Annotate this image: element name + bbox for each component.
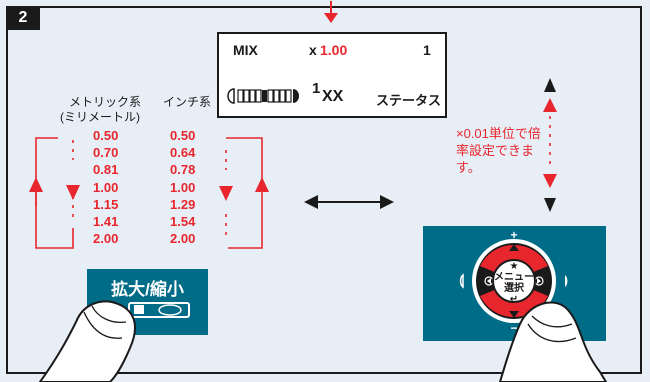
metric-value: 1.15: [93, 196, 119, 212]
metric-value: 2.00: [93, 231, 119, 247]
lcd-mode: MIX: [233, 42, 258, 58]
inch-values-column: 0.50 0.64 0.78 1.00 1.29 1.54 2.00: [170, 127, 195, 247]
double-arrow-icon: [304, 195, 394, 209]
metric-value: 0.81: [93, 162, 119, 178]
metric-value: 0.70: [93, 145, 119, 161]
menu-select-button[interactable]: ★ メニュー 選択 ↵: [494, 261, 534, 305]
inch-value: 1.00: [170, 179, 196, 195]
remote-minus[interactable]: −: [510, 321, 518, 335]
metric-up-arrow: [29, 177, 43, 192]
metric-value: 1.41: [93, 213, 119, 229]
inch-value: 0.64: [170, 145, 196, 161]
metric-down-arrow: [66, 185, 80, 200]
zoom-button-label: 拡大/縮小: [111, 280, 184, 299]
lcd-zoom-prefix: x: [309, 42, 317, 58]
lcd-level-bar: [227, 88, 299, 104]
inch-up-arrow: [255, 177, 269, 192]
inch-value: 2.00: [170, 231, 196, 247]
lcd-channel: 1: [423, 42, 431, 58]
zoom-button-panel: 拡大/縮小: [87, 269, 208, 335]
inch-value: 1.54: [170, 213, 196, 229]
metric-value: 1.00: [93, 179, 119, 195]
switch-graphic: [134, 304, 182, 316]
step-badge: 2: [6, 6, 40, 30]
lcd-display: MIX x 1.00 1 1 XX ステータス: [217, 32, 447, 118]
inch-value: 0.78: [170, 162, 196, 178]
inch-down-arrow: [219, 186, 233, 201]
header-metric-sub: (ミリメートル): [60, 110, 140, 124]
lcd-status: ステータス: [376, 93, 442, 108]
hint-text: ×0.01単位で倍率設定できます。: [456, 126, 541, 175]
zoom-toggle-switch[interactable]: [128, 302, 190, 318]
inch-value: 1.29: [170, 196, 196, 212]
menu-label-line2: 選択: [504, 283, 524, 294]
inch-value: 0.50: [170, 128, 196, 143]
inch-cycle-arrows: [225, 137, 263, 249]
menu-enter-icon: ↵: [509, 294, 519, 305]
header-metric: メトリック系: [69, 95, 142, 109]
metric-cycle-arrows: [35, 137, 74, 249]
metric-value: 0.50: [93, 128, 119, 143]
lcd-zoom-value: 1.00: [320, 42, 348, 58]
lcd-code: XX: [322, 88, 344, 105]
lcd-superscript: 1: [312, 80, 321, 97]
up-down-indicator: [543, 78, 557, 212]
menu-label-line1: メニュー: [494, 272, 534, 283]
header-inch: インチ系: [163, 95, 212, 109]
zoom-value-pointer-arrow: [324, 1, 338, 23]
remote-plus[interactable]: +: [510, 228, 518, 242]
metric-values-column: 0.50 0.70 0.81 1.00 1.15 1.41 2.00: [93, 127, 118, 247]
remote-control-panel: + − ★ メニュー 選択 ↵: [423, 226, 606, 341]
diagram-frame: [6, 6, 642, 374]
menu-star: ★: [509, 261, 519, 272]
